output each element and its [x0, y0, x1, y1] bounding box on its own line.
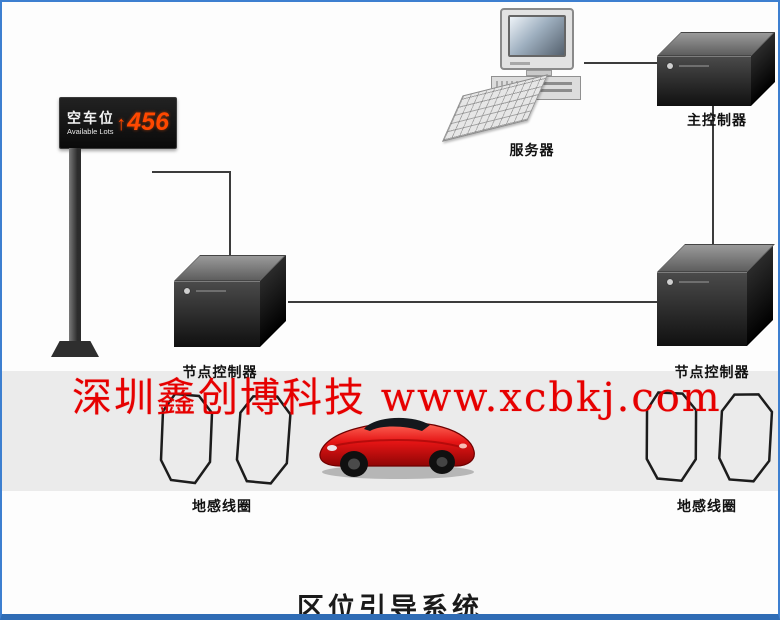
ground-coil-icon: [235, 395, 292, 485]
drive-slot: [534, 82, 572, 85]
monitor-brand-strip: [510, 62, 530, 65]
sign-count-value: 456: [127, 108, 169, 136]
sign-line1: 空车位: [67, 109, 115, 126]
available-lots-sign: 空车位 Available Lots ↑456: [59, 97, 177, 149]
latch-icon: [667, 279, 673, 285]
connector-main-to-right-node: [712, 106, 714, 246]
connector-left-node-to-right-node: [288, 301, 657, 303]
watermark-text: 深圳鑫创博科技 www.xcbkj.com: [72, 375, 722, 421]
node-controller-right-label: 节点控制器: [674, 364, 750, 380]
latch-icon: [184, 288, 190, 294]
drive-slot: [534, 89, 572, 92]
ground-coil-icon: [159, 392, 214, 485]
panel-seam: [196, 290, 226, 292]
sign-pole-base: [51, 341, 99, 357]
connector-sign-to-left-node-h: [152, 171, 231, 173]
node-controller-left-label: 节点控制器: [182, 364, 258, 380]
server-label: 服务器: [509, 142, 555, 158]
coil-right-label: 地感线圈: [677, 498, 737, 514]
box-front-face: [657, 56, 751, 106]
up-arrow-icon: ↑: [116, 113, 127, 135]
main-controller-label: 主控制器: [687, 112, 747, 128]
latch-icon: [667, 63, 673, 69]
ground-coil-icon: [645, 391, 698, 483]
coil-left-label: 地感线圈: [192, 498, 252, 514]
sign-text: 空车位 Available Lots: [67, 110, 115, 137]
panel-seam: [679, 65, 709, 67]
box-front-face: [657, 272, 747, 346]
sign-line2: Available Lots: [67, 126, 114, 136]
connector-sign-to-left-node-v: [229, 171, 231, 257]
connector-server-to-main-controller: [584, 62, 660, 64]
car-image: [319, 417, 475, 479]
sign-pole: [69, 148, 81, 342]
sign-count: ↑456: [116, 109, 169, 137]
ground-coil-icon: [718, 393, 774, 483]
monitor-icon: [500, 8, 574, 70]
diagram-title: 区位引导系统: [297, 593, 483, 620]
panel-seam: [679, 281, 709, 283]
monitor-screen: [508, 15, 566, 57]
box-front-face: [174, 281, 260, 347]
